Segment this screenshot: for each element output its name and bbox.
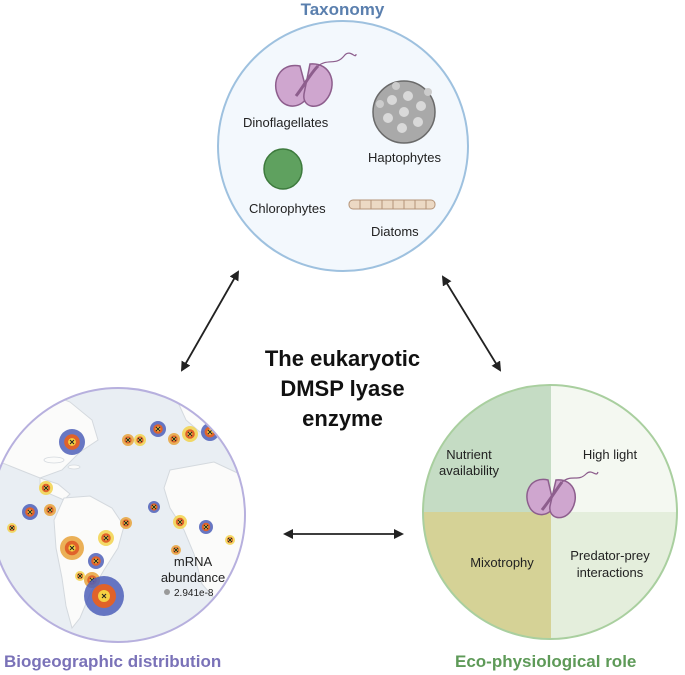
chlorophyte-icon [263,148,303,190]
arrow-taxonomy-biogeography [181,270,239,372]
quadrant-label-nutrient-2: availability [439,463,499,478]
quadrant-label-high-light: High light [583,447,638,462]
biogeography-title: Biogeographic distribution [4,652,222,671]
haptophyte-icon [372,80,436,144]
abundance-bubble [227,431,237,441]
taxonomy-circle [217,20,469,272]
biogeography-circle-border [0,387,246,643]
arrow-taxonomy-eco [441,275,502,372]
abundance-bubble [171,545,181,555]
center-title-line2: DMSP lyase [280,376,405,401]
center-title-line1: The eukaryotic [264,346,421,371]
abundance-bubble [88,553,104,569]
abundance-bubble [122,434,134,446]
legend-label-abundance: abundance [161,570,225,585]
abundance-bubble [182,426,198,442]
abundance-bubbles [7,421,237,616]
abundance-bubble [168,433,180,445]
quadrant-label-nutrient-1: Nutrient [446,447,492,462]
taxonomy-panel: Dinoflagellates Haptophytes Chlorophytes [217,20,469,272]
abundance-bubble [7,523,17,533]
dinoflagellate-center-icon [526,471,599,519]
taxonomy-title: Taxonomy [300,0,385,19]
eco-physiology-title: Eco-physiological role [455,652,637,671]
abundance-bubble [98,530,114,546]
abundance-bubble [60,536,84,560]
dinoflagellate-icon [274,52,357,107]
eco-physiology-panel: Nutrient availability High light Mixotro… [422,384,678,640]
taxonomy-label-dinoflagellates: Dinoflagellates [243,115,329,130]
abundance-bubble [44,504,56,516]
taxonomy-label-diatoms: Diatoms [371,224,419,239]
center-title: The eukaryotic DMSP lyase enzyme [230,344,455,434]
abundance-bubble [84,576,124,616]
abundance-bubble [225,535,235,545]
taxonomy-label-chlorophytes: Chlorophytes [249,201,326,216]
taxonomy-label-haptophytes: Haptophytes [368,150,441,165]
abundance-bubble [199,520,213,534]
quadrant-label-mixotrophy: Mixotrophy [470,555,534,570]
abundance-bubble [150,421,166,437]
legend-label-mrna: mRNA [174,554,213,569]
quadrant-label-predator-prey-1: Predator-prey [570,548,650,563]
center-title-line3: enzyme [302,406,383,431]
legend-dot [164,589,170,595]
abundance-bubble [201,423,219,441]
quadrant-label-predator-prey-2: interactions [577,565,644,580]
abundance-bubble [134,434,146,446]
legend-value: 2.941e-8 [174,588,214,599]
abundance-bubble [22,504,38,520]
abundance-bubble [39,481,53,495]
abundance-bubble [120,517,132,529]
eco-circle-border [422,384,678,640]
abundance-bubble [148,501,160,513]
abundance-bubble [173,515,187,529]
abundance-bubble [75,571,85,581]
diatom-icon [348,199,436,210]
biogeography-panel: mRNA abundance 2.941e-8 [0,387,246,643]
abundance-bubble [59,429,85,455]
